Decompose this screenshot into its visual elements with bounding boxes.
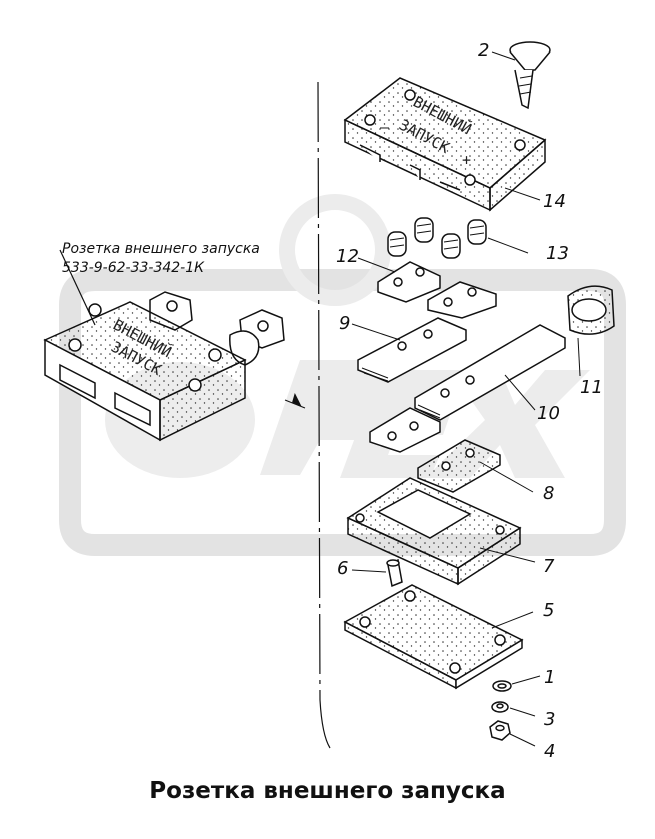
- part-14-cover: [343, 77, 547, 212]
- part-3-washer: [491, 701, 509, 713]
- callout-14: 14: [543, 191, 566, 212]
- callout-5: 5: [543, 600, 554, 621]
- assembly-label-name: Розетка внешнего запуска: [62, 241, 260, 257]
- callout-2: 2: [478, 40, 489, 61]
- callout-4: 4: [544, 741, 555, 762]
- callout-12: 12: [336, 246, 359, 267]
- part-12-plates: [377, 261, 497, 319]
- stamp-plus: +: [462, 151, 471, 169]
- part-1-washer: [492, 680, 512, 692]
- part-2-screw: [509, 41, 551, 110]
- callout-11: 11: [580, 377, 603, 398]
- divider-line: [317, 81, 331, 749]
- part-10-bar: [369, 324, 566, 453]
- callout-1: 1: [544, 667, 555, 688]
- part-7-housing: [346, 477, 522, 586]
- assembly-label-part-number: 533-9-62-33-342-1К: [62, 260, 205, 276]
- callout-13: 13: [546, 243, 569, 264]
- callout-10: 10: [537, 403, 560, 424]
- callout-7: 7: [543, 556, 555, 577]
- diagram-caption: Розетка внешнего запуска: [149, 778, 506, 804]
- part-5-plate: [343, 584, 524, 690]
- callout-3: 3: [544, 709, 555, 730]
- leader-lines: [351, 51, 581, 747]
- callout-8: 8: [543, 483, 554, 504]
- part-13-springs: [387, 217, 487, 259]
- part-6-bolt: [386, 558, 403, 588]
- stamp-minus: –: [380, 118, 390, 136]
- assembled-socket: ВНЕШНИЙ ЗАПУСК: [43, 249, 306, 442]
- part-8-plate: [417, 439, 501, 493]
- callout-6: 6: [337, 558, 348, 579]
- part-11-sleeve: [567, 285, 615, 335]
- callout-9: 9: [339, 313, 350, 334]
- part-4-nut: [489, 720, 511, 741]
- part-9-bar: [357, 317, 467, 383]
